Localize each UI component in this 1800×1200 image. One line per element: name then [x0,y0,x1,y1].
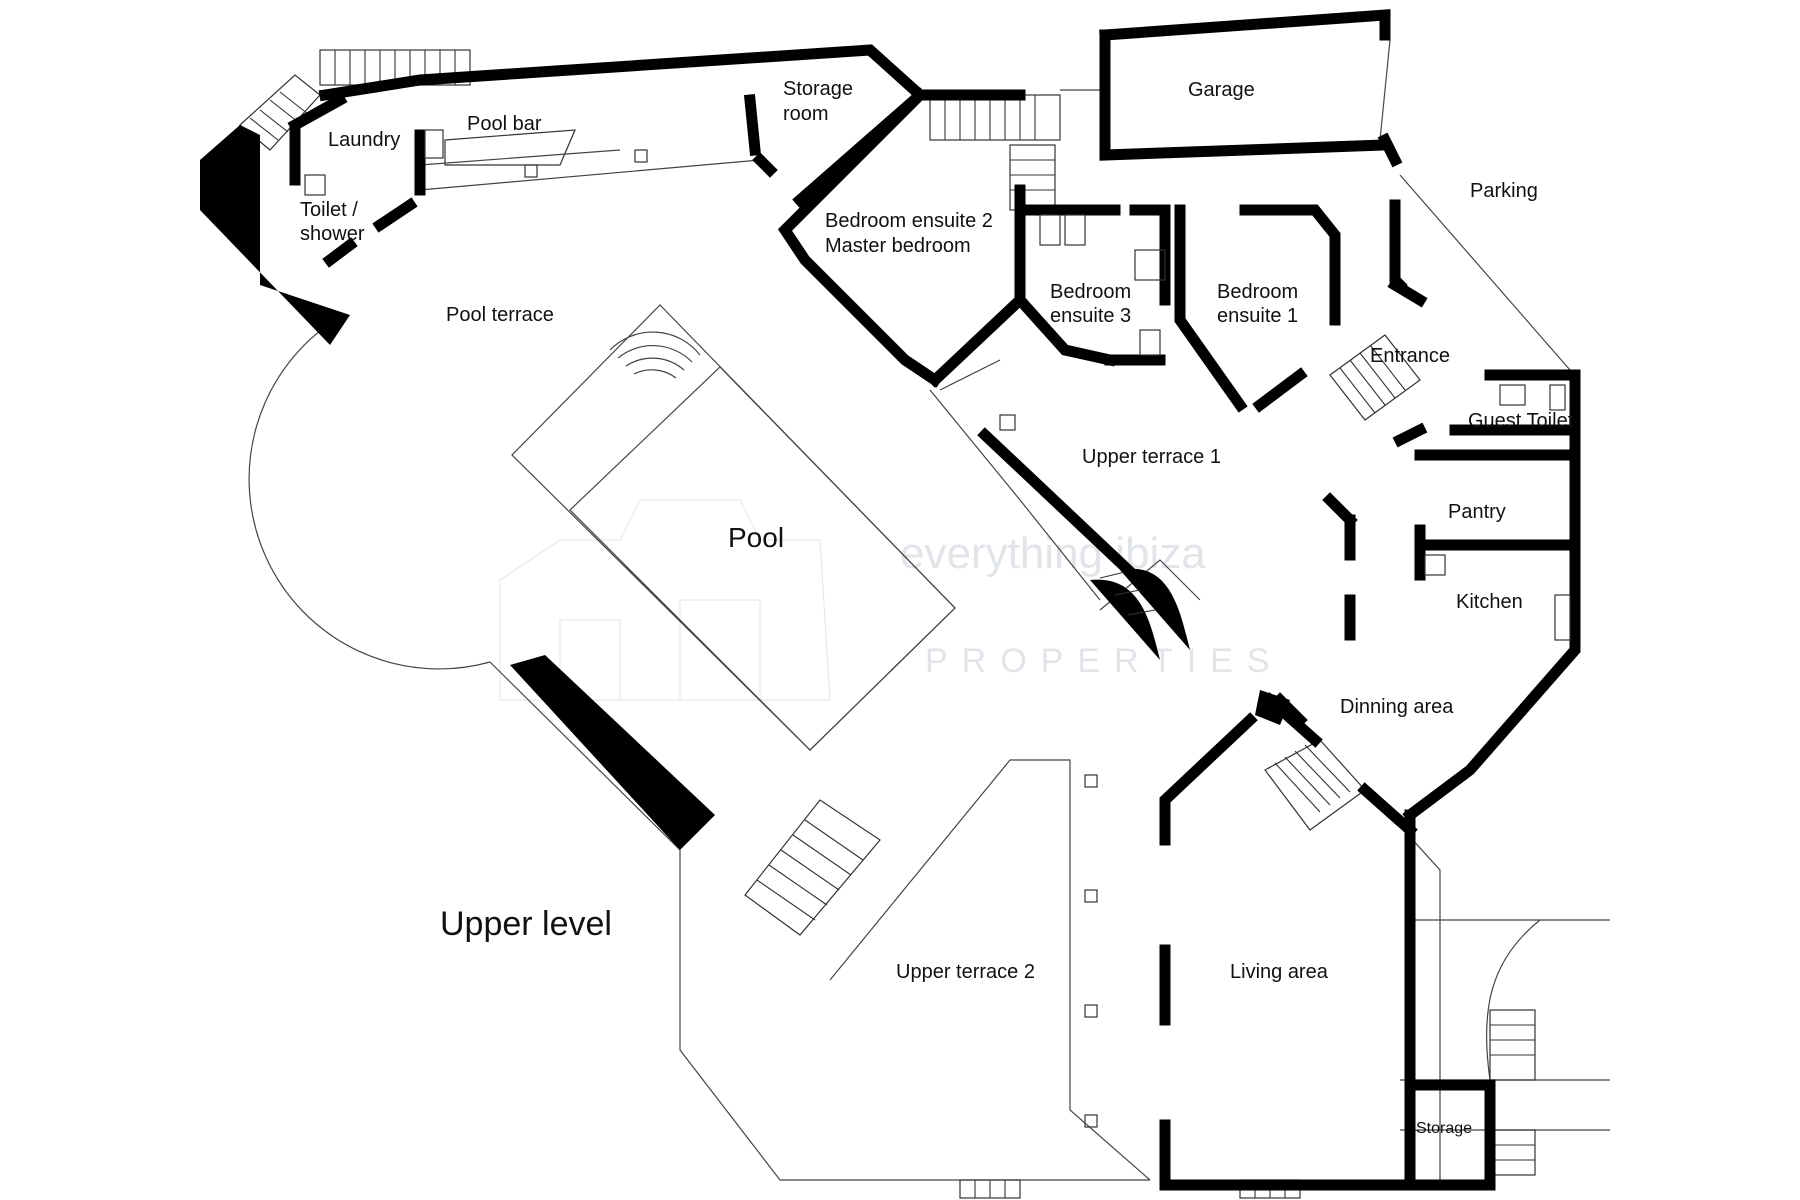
level-title: Upper level [440,905,612,943]
label-parking: Parking [1470,180,1538,202]
label-bedroom-ensuite-2: Bedroom ensuite 2 [825,210,993,232]
label-storage-room-line2: room [783,103,829,125]
stairs-bottom-right [959,1009,1536,1199]
label-laundry: Laundry [328,129,400,151]
column-icon [1084,1114,1098,1128]
sink-icon [424,129,444,159]
label-bedroom-ensuite-3-line1: Bedroom [1050,281,1131,303]
label-storage: Storage [1416,1120,1472,1137]
stairs-living [1264,739,1366,831]
terrace-outlines [248,39,1610,1181]
stairs-top-center [929,94,1061,211]
label-bedroom-ensuite-1-line2: ensuite 1 [1217,305,1298,327]
stove-icon [1554,594,1571,641]
room-labels: Laundry Pool bar Storage room Garage Par… [300,78,1574,1137]
thick-walls [287,9,1581,1191]
column-icon [524,164,538,178]
column-icon [1084,774,1098,788]
column-icon [634,149,648,163]
label-kitchen: Kitchen [1456,591,1523,613]
watermark-logo-icon [499,499,831,701]
label-toilet-shower-line1: Toilet / [300,199,358,221]
fixtures [304,129,1571,1128]
stairs [239,49,1536,1199]
label-guest-toilet: Guest Toilet [1468,410,1574,432]
column-icon [1084,889,1098,903]
label-living-area: Living area [1230,961,1329,983]
label-garage: Garage [1188,79,1255,101]
label-dinning-area: Dinning area [1340,696,1454,718]
watermark-subbrand: PROPERTIES [925,642,1284,680]
stairs-curved [1090,568,1190,660]
watermark-brand: everything ibiza [900,529,1206,578]
toilet-icon [304,174,326,196]
label-entrance: Entrance [1370,345,1450,367]
pool [511,304,956,751]
column-icon [999,414,1016,431]
toilet-icon [1139,329,1161,356]
label-upper-terrace-2: Upper terrace 2 [896,961,1035,983]
label-toilet-shower-line2: shower [300,223,365,245]
stairs-entrance [1329,334,1421,421]
label-bedroom-ensuite-3-line2: ensuite 3 [1050,305,1131,327]
label-pantry: Pantry [1448,501,1506,523]
label-pool-bar: Pool bar [467,113,542,135]
bedside-icon [1039,214,1061,246]
label-pool-terrace: Pool terrace [446,304,554,326]
shower-icon [1134,249,1166,281]
stairs-pool-lower [744,799,881,936]
label-pool: Pool [728,522,784,553]
sink-icon [1499,384,1526,406]
label-bedroom-ensuite-1-line1: Bedroom [1217,281,1298,303]
bedside-icon [1064,214,1086,246]
bar-counter-icon [444,129,576,166]
fridge-icon [1424,554,1446,576]
label-upper-terrace-1: Upper terrace 1 [1082,446,1221,468]
label-master-bedroom: Master bedroom [825,235,971,257]
toilet-icon [1549,384,1566,411]
watermark: everything ibiza PROPERTIES [499,499,1284,701]
column-icon [1084,1004,1098,1018]
label-storage-room-line1: Storage [783,78,853,100]
